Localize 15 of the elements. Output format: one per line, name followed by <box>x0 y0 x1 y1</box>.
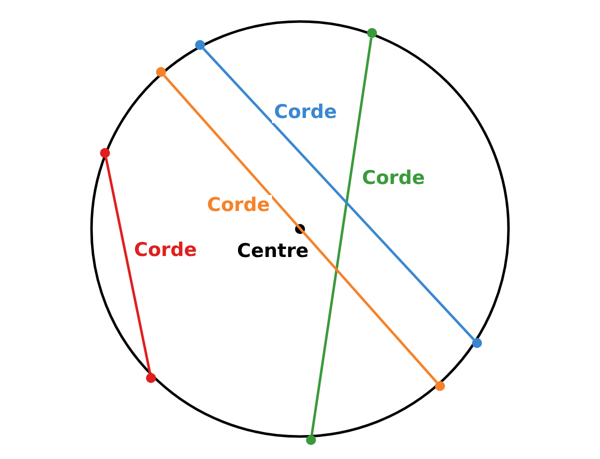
chord-endpoint <box>435 381 445 391</box>
chord-endpoint <box>195 40 205 50</box>
chord-line <box>202 48 475 340</box>
chord-endpoint <box>100 148 110 158</box>
point-label: Centre <box>237 242 309 261</box>
chord-line <box>310 38 372 436</box>
chord-endpoint <box>146 373 156 383</box>
circle-outline <box>90 20 510 438</box>
chord-endpoint <box>306 435 316 445</box>
chord-line <box>163 74 438 384</box>
chord-line <box>104 158 152 374</box>
chord-endpoint <box>472 338 482 348</box>
chord-endpoint <box>367 28 377 38</box>
chord-endpoint <box>156 67 166 77</box>
edge-label: Corde <box>272 102 339 123</box>
